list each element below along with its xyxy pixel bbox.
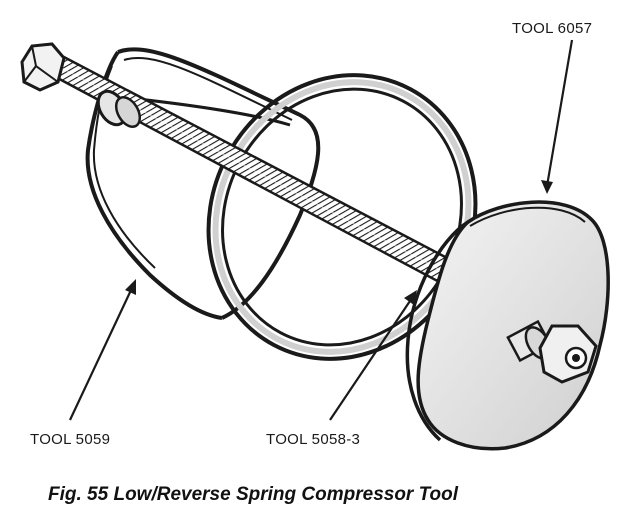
label-tool-6057: TOOL 6057 (512, 20, 592, 37)
label-tool-5058-3: TOOL 5058-3 (266, 431, 360, 448)
figure-caption: Fig. 55 Low/Reverse Spring Compressor To… (48, 484, 459, 505)
label-tool-5059: TOOL 5059 (30, 431, 110, 448)
leader-lines (69, 39, 574, 421)
left-hex-nut (20, 42, 66, 92)
rod-collar (96, 89, 142, 128)
disc-tool-6057 (405, 200, 610, 451)
